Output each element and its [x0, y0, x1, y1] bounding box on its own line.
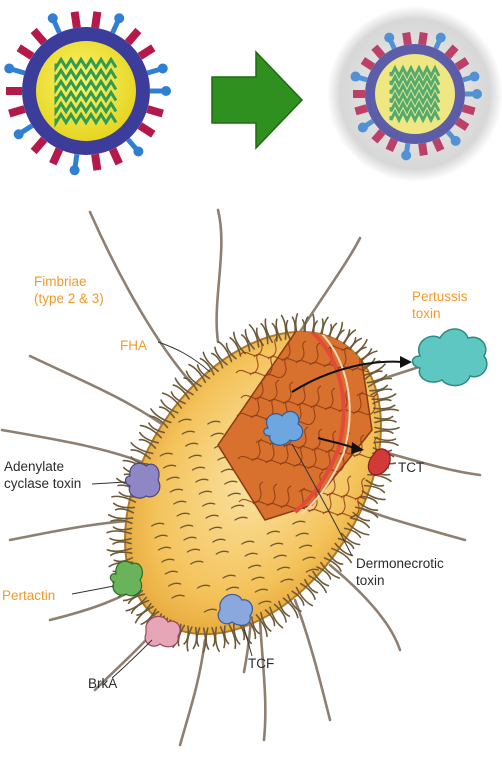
label-fha: FHA	[120, 338, 147, 353]
label-adenylate-line1: Adenylate	[4, 459, 64, 474]
label-fimbriae-line1: Fimbriae	[34, 274, 87, 289]
adenylate-cyclase-toxin-blob	[126, 463, 160, 498]
label-fimbriae: Fimbriae (type 2 & 3)	[34, 274, 104, 306]
spike-head	[48, 13, 58, 23]
spike-red	[406, 33, 408, 45]
spike-head	[70, 165, 80, 175]
spike-head	[384, 33, 394, 43]
spike-head	[161, 86, 171, 96]
label-dermonecrotic-toxin: Dermonecrotic toxin	[356, 556, 448, 588]
spike-head	[358, 123, 368, 133]
label-tct: TCT	[398, 460, 424, 475]
spike-head	[469, 72, 479, 82]
virus-particle-faded	[327, 6, 502, 182]
spike-red	[19, 48, 32, 57]
spike-red	[75, 12, 77, 28]
label-brka: BrkA	[88, 676, 117, 691]
label-fimbriae-line2: (type 2 & 3)	[34, 291, 104, 306]
spike-head	[351, 72, 361, 82]
spike-red	[356, 108, 368, 111]
label-tcf: TCF	[248, 656, 274, 671]
spike-head	[451, 136, 461, 146]
spike-red	[34, 31, 44, 43]
spike-red	[9, 109, 24, 114]
spike-head	[436, 33, 446, 43]
spike-red	[457, 60, 467, 66]
spike-head	[114, 13, 124, 23]
label-pertactin: Pertactin	[2, 588, 55, 603]
spike-red	[457, 121, 467, 127]
spike-red	[363, 60, 373, 66]
spike-red	[389, 139, 394, 150]
spike-red	[422, 33, 424, 45]
label-dermonecrotic-line1: Dermonecrotic	[356, 556, 444, 571]
pertussis-toxin-cloud	[413, 329, 487, 386]
label-pertussis-toxin: Pertussis toxin	[412, 289, 471, 321]
spike-red	[128, 31, 138, 43]
spike-red	[34, 139, 44, 151]
arrowhead-icon	[400, 356, 412, 368]
spike-red	[95, 12, 97, 28]
pilus	[110, 538, 131, 540]
spike-red	[140, 48, 153, 57]
spike-red	[113, 149, 120, 164]
label-adenylate-line2: cyclase toxin	[4, 476, 81, 491]
spike-red	[140, 126, 153, 135]
spike-head	[401, 150, 411, 160]
label-adenylate-cyclase-toxin: Adenylate cyclase toxin	[4, 459, 81, 491]
spike-head	[158, 63, 168, 73]
label-pertussis-line1: Pertussis	[412, 289, 468, 304]
spike-head	[4, 63, 14, 73]
spike-red	[436, 139, 441, 150]
spike-head	[14, 129, 24, 139]
green-arrow-icon	[212, 52, 302, 148]
spike-head	[472, 89, 482, 99]
virus-particle-intact	[4, 12, 171, 175]
label-pertussis-line2: toxin	[412, 306, 441, 321]
spike-red	[53, 149, 60, 164]
pertactin-blob	[110, 561, 142, 596]
spike-red	[95, 154, 97, 170]
label-dermonecrotic-line2: toxin	[356, 573, 385, 588]
spike-red	[147, 109, 162, 114]
spike-head	[133, 146, 143, 156]
spike-red	[422, 143, 424, 155]
spike-red	[463, 108, 475, 111]
chromatin-fiber	[235, 310, 259, 331]
